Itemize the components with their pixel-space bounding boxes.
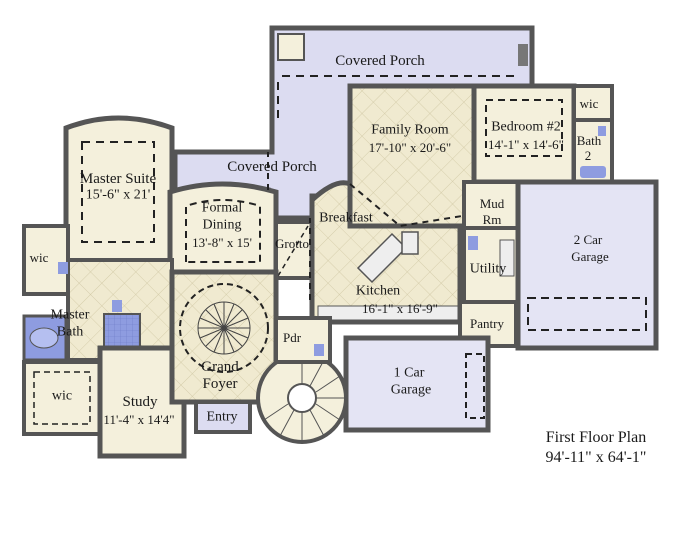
bedroom2-rug: [485, 99, 563, 157]
room-label-bedroom2: Bedroom #2: [491, 119, 561, 135]
garage2-area: [515, 179, 659, 351]
family-room-area: [347, 83, 477, 229]
room-label-breakfast: Breakfast: [319, 210, 373, 226]
kitchen-counter: [401, 231, 419, 255]
room-label-kitchen-size: 16'-1" x 16'-9": [362, 301, 438, 317]
room-label-bath2-number: 2: [584, 148, 592, 164]
room-label-garage1-2: Garage: [390, 382, 432, 398]
bath2-sink: [598, 126, 606, 136]
spiral-staircase: [256, 352, 348, 444]
room-label-master-bath: Master: [50, 307, 90, 323]
room-label-pdr: Pdr: [282, 330, 302, 346]
foyer-medallion: [197, 301, 251, 355]
room-label-family-room: Family Room: [371, 122, 449, 138]
porch-grill: [518, 44, 528, 66]
room-label-bath2: Bath: [576, 133, 602, 149]
master-suite-rug: [81, 141, 155, 243]
plan-title: First Floor Plan: [545, 429, 647, 446]
room-label-bedroom2-size: 14'-1" x 14'-6": [488, 137, 564, 153]
room-label-mud-rm: Rm: [482, 212, 502, 228]
room-label-formal-dining-2: Dining: [202, 217, 242, 233]
room-label-wic-top: wic: [579, 96, 599, 112]
room-label-pantry: Pantry: [470, 316, 504, 332]
wic-top-area: [572, 84, 614, 122]
plan-dimensions: 94'-11" x 64'-1": [545, 449, 647, 466]
entry-area: [194, 400, 252, 434]
room-label-grand-foyer: Grand: [201, 359, 239, 376]
room-label-wic-bottom: wic: [51, 388, 73, 404]
room-label-entry: Entry: [206, 409, 238, 425]
master-suite-area: [63, 115, 175, 265]
room-label-master-suite: Master Suite: [79, 171, 157, 188]
room-label-master-bath-2: Bath: [56, 324, 84, 340]
wic-left-area: [22, 224, 70, 296]
room-label-grand-foyer-2: Foyer: [202, 376, 238, 393]
garage1-area: [343, 335, 491, 433]
room-label-garage2-2: Garage: [571, 249, 609, 265]
room-label-master-suite-size: 15'-6" x 21': [85, 187, 151, 203]
room-label-study-size: 11'-4" x 14'4": [103, 412, 175, 428]
foyer-rotunda: [179, 283, 269, 373]
room-label-formal-dining-size: 13'-8" x 15': [192, 235, 252, 251]
room-label-study: Study: [122, 394, 158, 411]
bedroom2-area: [471, 83, 577, 185]
room-label-formal-dining: Formal: [201, 200, 243, 216]
room-label-covered-porch-top: Covered Porch: [335, 53, 425, 70]
room-label-garage2: 2 Car: [573, 232, 603, 248]
room-label-utility: Utility: [469, 261, 507, 277]
room-label-kitchen: Kitchen: [355, 283, 401, 299]
bath2-tub: [580, 166, 606, 178]
formal-dining-area: [167, 181, 279, 275]
room-label-garage1: 1 Car: [393, 365, 425, 381]
porch-fireplace: [277, 33, 305, 61]
formal-dining-rug: [185, 199, 261, 263]
room-label-covered-porch-mid: Covered Porch: [227, 159, 317, 176]
plan-caption: First Floor Plan 94'-11" x 64'-1": [546, 428, 647, 468]
grotto-area: [274, 220, 314, 280]
room-label-family-room-size: 17'-10" x 20'-6": [368, 140, 452, 156]
room-label-mud: Mud: [479, 196, 505, 212]
room-label-grotto: Grotto: [275, 236, 309, 252]
room-label-wic-left: wic: [29, 250, 49, 266]
